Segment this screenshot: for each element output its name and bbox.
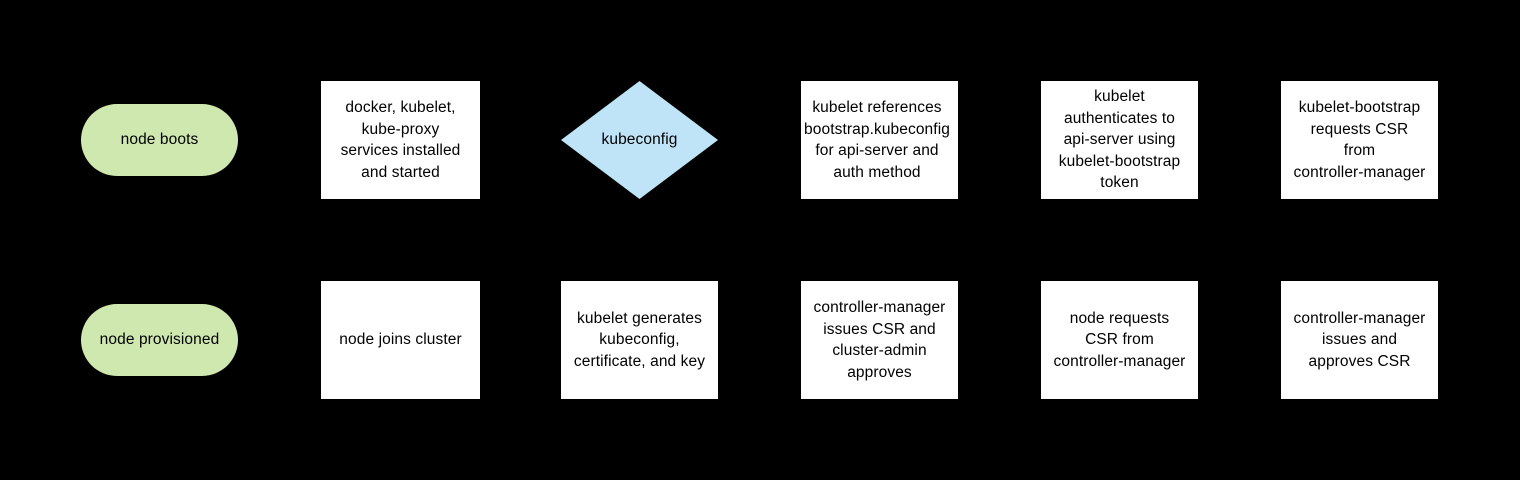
node-node-provisioned[interactable]: node provisioned [81, 304, 238, 376]
node-node-joins-cluster[interactable]: node joins cluster [321, 281, 480, 399]
node-label: node provisioned [99, 331, 220, 349]
node-controller-manager-approves[interactable]: controller-manager issues and approves C… [1281, 281, 1438, 399]
node-label: node boots [120, 131, 199, 149]
node-label: kubelet generates kubeconfig, certificat… [573, 309, 706, 370]
node-node-boots[interactable]: node boots [81, 104, 238, 176]
node-label: node requests CSR from controller-manage… [1053, 309, 1186, 370]
node-kubelet-authenticates[interactable]: kubelet authenticates to api-server usin… [1041, 81, 1198, 199]
node-label: kubelet-bootstrap requests CSR from cont… [1293, 99, 1426, 181]
node-controller-manager-issues-csr[interactable]: controller-manager issues CSR and cluste… [801, 281, 958, 399]
node-label: controller-manager issues and approves C… [1293, 309, 1426, 370]
node-kubelet-bootstrap-requests-csr[interactable]: kubelet-bootstrap requests CSR from cont… [1281, 81, 1438, 199]
node-label: kubelet authenticates to api-server usin… [1058, 88, 1181, 192]
node-services-installed[interactable]: docker, kubelet, kube-proxy services ins… [321, 81, 480, 199]
node-label: kubeconfig [601, 131, 678, 149]
node-node-requests-csr[interactable]: node requests CSR from controller-manage… [1041, 281, 1198, 399]
node-label: docker, kubelet, kube-proxy services ins… [340, 99, 461, 181]
node-kubeconfig[interactable]: kubeconfig [561, 81, 718, 199]
node-kubelet-references-bootstrap[interactable]: kubelet references bootstrap.kubeconfig … [801, 81, 958, 199]
node-kubelet-generates[interactable]: kubelet generates kubeconfig, certificat… [561, 281, 718, 399]
node-label: controller-manager issues CSR and cluste… [813, 299, 946, 381]
node-label: node joins cluster [339, 331, 462, 349]
node-label: kubelet references bootstrap.kubeconfig … [804, 99, 950, 181]
